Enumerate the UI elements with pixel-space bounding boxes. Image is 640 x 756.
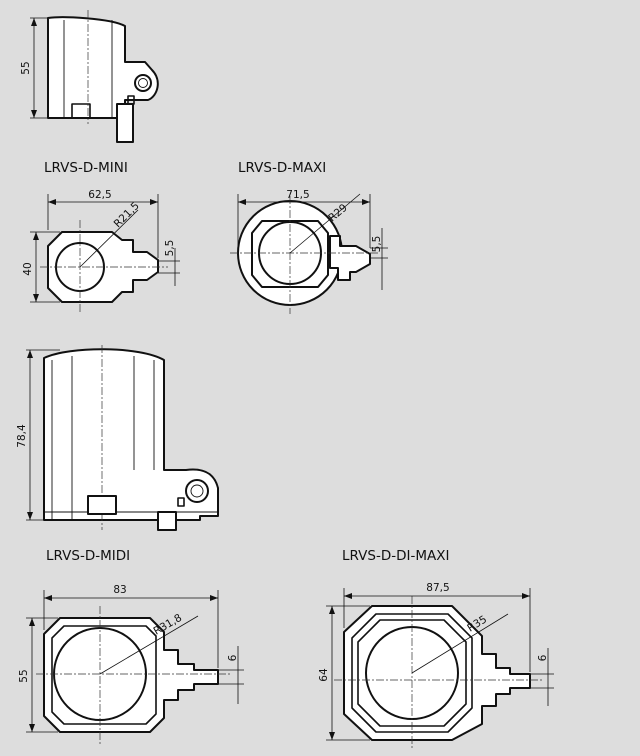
side-view-small: 55 — [20, 10, 159, 143]
midi-height-dim: 55 — [18, 669, 30, 682]
label-mini: LRVS-D-MINI — [44, 160, 128, 176]
top-view-maxi: R29 71,5 5,5 — [230, 189, 388, 314]
label-midi: LRVS-D-MIDI — [46, 548, 130, 564]
top-view-midi: R31,8 83 55 6 — [18, 584, 244, 744]
dimaxi-tab-dim: 6 — [537, 654, 549, 661]
midi-width-dim: 83 — [113, 584, 126, 596]
mini-width-dim: 62,5 — [88, 189, 111, 201]
maxi-tab-dim: 5,5 — [371, 236, 383, 253]
side-small-height-dim: 55 — [20, 61, 32, 74]
mini-tab-dim: 5,5 — [164, 240, 176, 257]
label-di-maxi: LRVS-D-DI-MAXI — [342, 548, 449, 564]
maxi-width-dim: 71,5 — [286, 189, 309, 201]
label-maxi: LRVS-D-MAXI — [238, 160, 326, 176]
mini-radius-dim: R21,5 — [112, 200, 142, 230]
side-large-height-dim: 78,4 — [16, 424, 28, 448]
dimaxi-height-dim: 64 — [318, 668, 330, 682]
midi-tab-dim: 6 — [227, 654, 239, 661]
dimaxi-width-dim: 87,5 — [426, 582, 449, 594]
mini-height-dim: 40 — [22, 262, 34, 275]
top-view-mini: R21,5 62,5 40 5,5 — [22, 189, 180, 312]
top-view-di-maxi: R35 87,5 64 6 — [318, 582, 554, 750]
side-view-large: 78,4 — [16, 345, 219, 531]
